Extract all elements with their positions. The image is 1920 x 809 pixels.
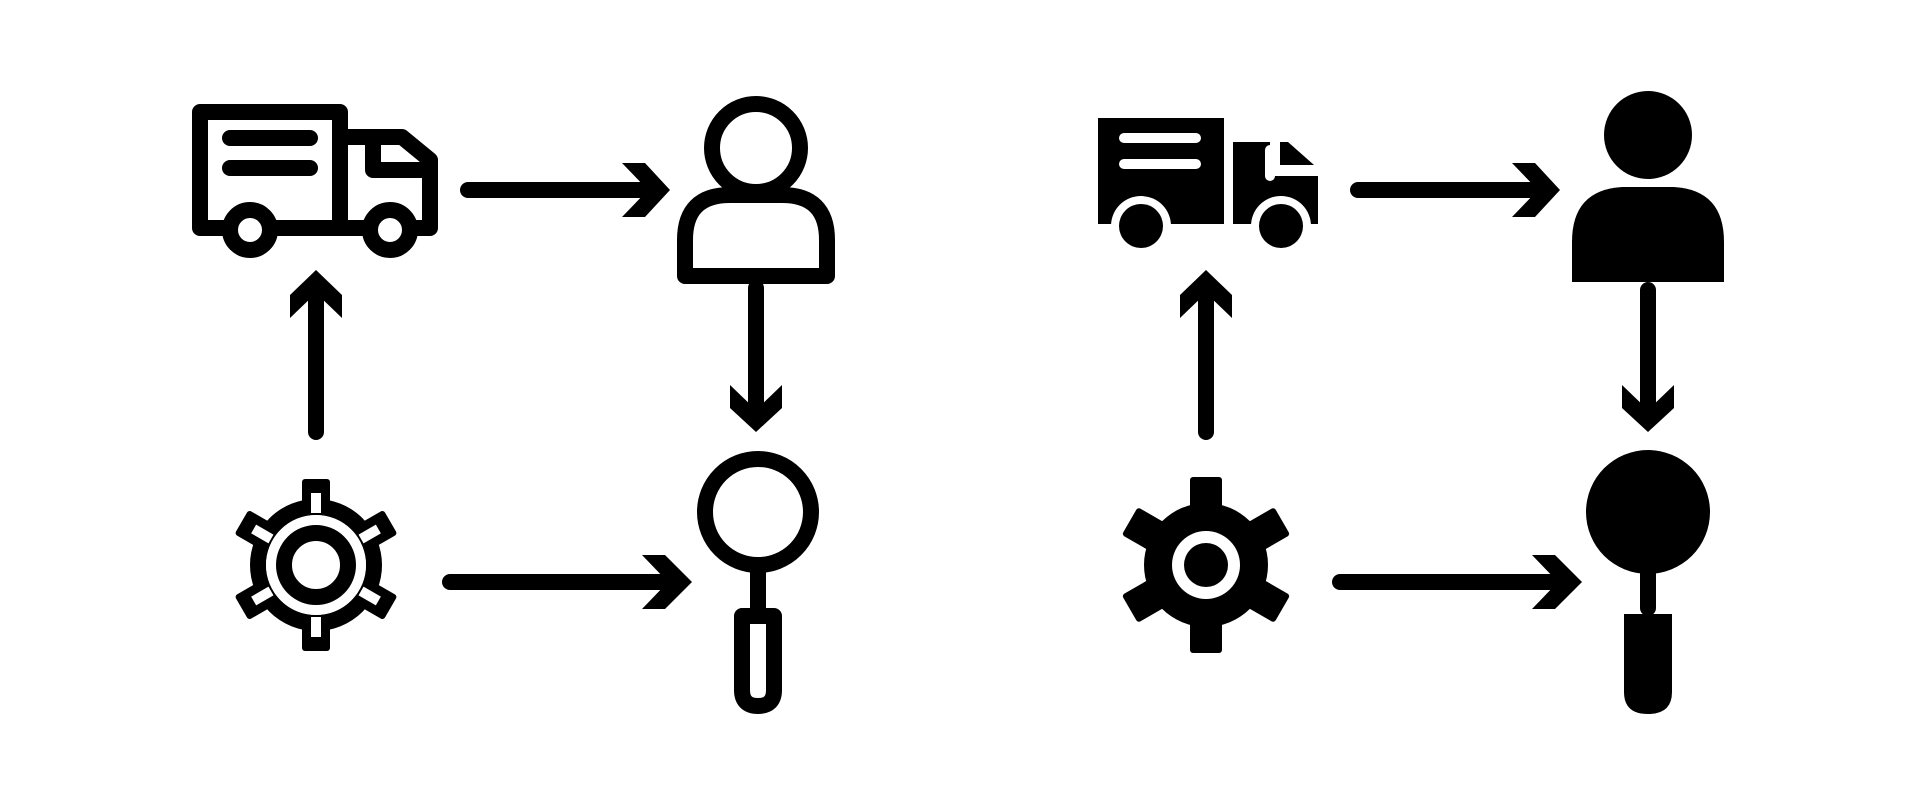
arrow-truck-to-user xyxy=(460,163,670,217)
user-icon xyxy=(1572,91,1724,282)
solid-panel xyxy=(1098,91,1724,714)
arrow-user-to-search xyxy=(1622,282,1674,432)
gear-icon xyxy=(235,479,397,651)
delivery-truck-icon xyxy=(1098,118,1318,256)
outline-panel xyxy=(192,96,835,714)
user-icon xyxy=(677,96,835,284)
delivery-truck-icon xyxy=(192,104,438,258)
arrow-truck-to-user xyxy=(1350,163,1560,217)
magnifier-icon xyxy=(697,451,819,714)
gear-icon xyxy=(1122,477,1290,653)
arrow-settings-to-truck xyxy=(1180,270,1232,440)
magnifier-icon xyxy=(1586,450,1710,714)
arrow-settings-to-truck xyxy=(290,270,342,440)
arrow-settings-to-search xyxy=(442,555,692,609)
arrow-settings-to-search xyxy=(1332,555,1582,609)
arrow-user-to-search xyxy=(730,280,782,432)
